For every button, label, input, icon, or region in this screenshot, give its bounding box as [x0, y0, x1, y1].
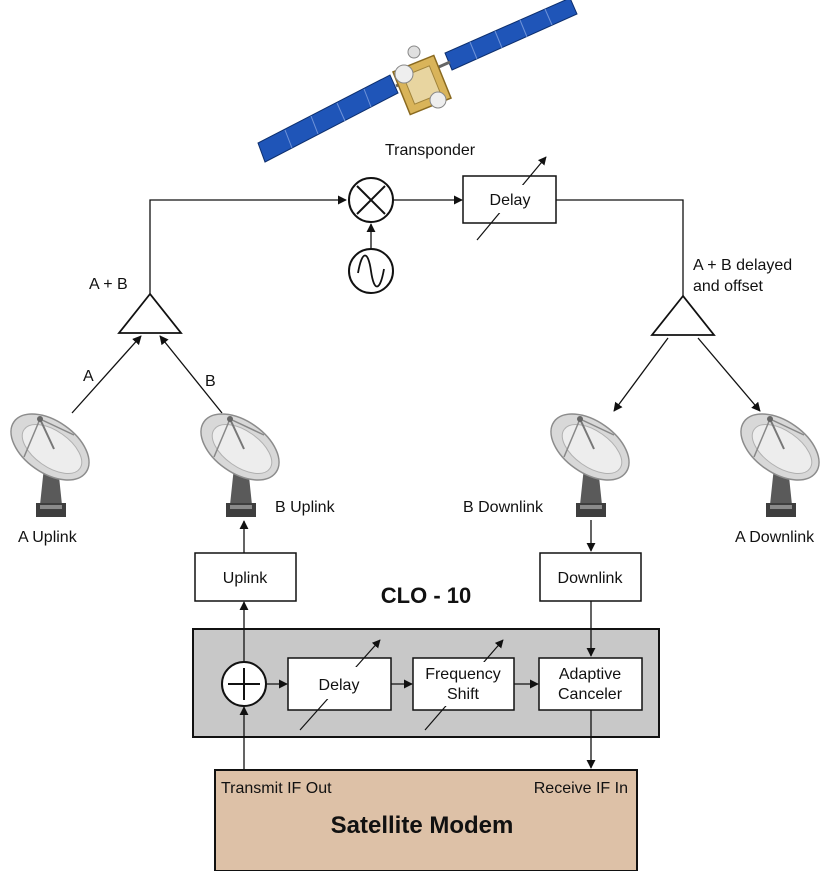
- a-signal-line: [71, 335, 142, 414]
- b-downlink-antenna-icon: [538, 399, 642, 518]
- downlink-sum-label-line1: A + B delayed: [693, 257, 792, 274]
- receive-if-label: Receive IF In: [534, 780, 628, 797]
- uplink-to-mixer-line: [149, 195, 347, 294]
- oscillator-symbol: [348, 248, 394, 294]
- downlink-sum-label-line2: and offset: [693, 278, 764, 295]
- adaptive-canceler-box: [538, 657, 643, 711]
- b-signal-line: [159, 335, 223, 414]
- uplink-sum-label: A + B: [89, 276, 128, 293]
- adaptive-canceler-label-line2: Canceler: [558, 686, 623, 703]
- transponder-label: Transponder: [385, 142, 476, 159]
- satellite-modem-title: Satellite Modem: [331, 812, 514, 839]
- frequency-shift-label-line1: Frequency: [425, 666, 501, 683]
- summer-symbol: [221, 661, 267, 707]
- signal-b-label: B: [205, 373, 216, 390]
- adaptive-canceler-label-line1: Adaptive: [559, 666, 621, 683]
- transponder-delay-label: Delay: [490, 192, 531, 209]
- uplink-box-label: Uplink: [223, 570, 268, 587]
- a-uplink-antenna-icon: [0, 399, 102, 518]
- uplink-sum-triangle: [117, 292, 183, 334]
- b-downlink-label: B Downlink: [463, 499, 544, 516]
- clo-delay-label: Delay: [319, 677, 360, 694]
- a-uplink-label: A Uplink: [18, 529, 78, 546]
- satellite-modem-panel: [214, 769, 638, 871]
- downlink-split-triangle: [650, 294, 716, 336]
- uplink-box: [194, 552, 297, 602]
- clo-title: CLO - 10: [381, 583, 471, 608]
- downlink-box-label: Downlink: [558, 570, 624, 587]
- to-a-downlink-line: [697, 337, 761, 412]
- signal-a-label: A: [83, 368, 94, 385]
- mixer-symbol: [348, 177, 394, 223]
- frequency-shift-label-line2: Shift: [447, 686, 480, 703]
- a-downlink-label: A Downlink: [735, 529, 815, 546]
- b-uplink-label: B Uplink: [275, 499, 336, 516]
- to-b-downlink-line: [613, 337, 669, 412]
- satellite-icon: [257, 0, 578, 163]
- delay-to-downlink-line: [556, 199, 684, 296]
- transmit-if-label: Transmit IF Out: [221, 780, 332, 797]
- a-downlink-antenna-icon: [728, 399, 831, 518]
